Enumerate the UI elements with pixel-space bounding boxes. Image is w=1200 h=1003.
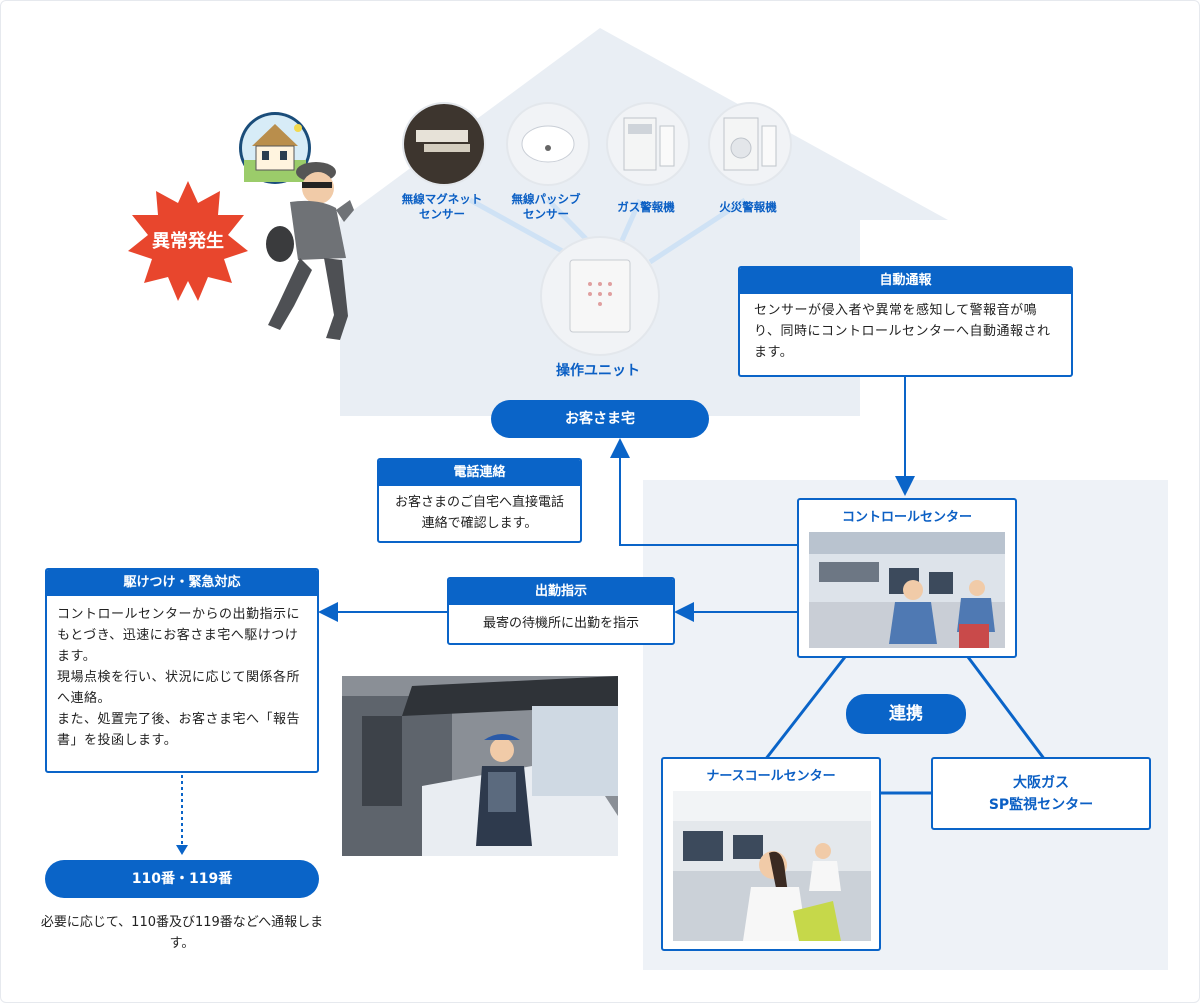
dispatch-order-body: 最寄の待機所に出勤を指示 (482, 616, 639, 631)
control-center-photo (809, 532, 1005, 648)
passive-sensor-icon (506, 102, 590, 186)
gas-alarm-icon (606, 102, 690, 186)
auto-report-body: センサーが侵入者や異常を感知して警報音が鳴り、同時にコントロールセンターへ自動通… (754, 303, 1051, 360)
device-label-fire: 火災警報機 (719, 200, 777, 214)
emergency-line-2: 現場点検を行い、状況に応じて関係各所へ連絡。 (57, 670, 301, 706)
police-fire-pill: 110番・119番 (45, 860, 319, 898)
emergency-response-box: 駆けつけ・緊急対応 コントロールセンターからの出勤指示にもとづき、迅速にお客さま… (45, 568, 319, 773)
fire-alarm-icon (708, 102, 792, 186)
auto-report-box: 自動通報 センサーが侵入者や異常を感知して警報音が鳴り、同時にコントロールセンタ… (738, 266, 1073, 377)
control-unit-icon (540, 236, 660, 356)
control-center-title: コントロールセンター (841, 510, 972, 525)
auto-report-title: 自動通報 (740, 268, 1071, 294)
device-label-magnet: 無線マグネット センサー (401, 192, 483, 221)
police-fire-caption: 必要に応じて、110番及び119番などへ通報します。 (40, 915, 324, 951)
security-guard-photo (342, 676, 618, 856)
phone-contact-title: 電話連絡 (379, 460, 580, 486)
incident-badge: 異常発生 (128, 181, 248, 301)
emergency-body: コントロールセンターからの出勤指示にもとづき、迅速にお客さま宅へ駆けつけます。 … (47, 596, 317, 759)
magnet-sensor-icon (402, 102, 486, 186)
nurse-call-center-title: ナースコールセンター (706, 769, 836, 784)
nurse-call-center-photo (673, 791, 871, 941)
dispatch-order-title: 出勤指示 (449, 579, 673, 605)
control-center-box: コントロールセンター (797, 498, 1017, 658)
sp-monitoring-center-title: 大阪ガス SP監視センター (988, 774, 1094, 813)
customer-home-pill: お客さま宅 (491, 400, 709, 438)
sp-monitoring-center-box: 大阪ガス SP監視センター (931, 757, 1151, 830)
control-unit-label: 操作ユニット (556, 363, 640, 379)
phone-contact-body: お客さまのご自宅へ直接電話連絡で確認します。 (394, 495, 564, 531)
emergency-line-3: また、処置完了後、お客さま宅へ「報告書」を投函します。 (57, 712, 301, 748)
intruder-illustration (239, 112, 354, 340)
emergency-line-1: コントロールセンターからの出勤指示にもとづき、迅速にお客さま宅へ駆けつけます。 (57, 607, 301, 664)
dispatch-order-box: 出勤指示 最寄の待機所に出勤を指示 (447, 577, 675, 645)
nurse-call-center-box: ナースコールセンター (661, 757, 881, 951)
cooperation-pill: 連携 (846, 694, 966, 734)
phone-contact-box: 電話連絡 お客さまのご自宅へ直接電話連絡で確認します。 (377, 458, 582, 543)
device-label-passive: 無線パッシブ センサー (511, 192, 581, 221)
incident-label: 異常発生 (152, 231, 224, 252)
device-label-gas: ガス警報機 (617, 200, 675, 214)
emergency-title: 駆けつけ・緊急対応 (47, 570, 317, 596)
